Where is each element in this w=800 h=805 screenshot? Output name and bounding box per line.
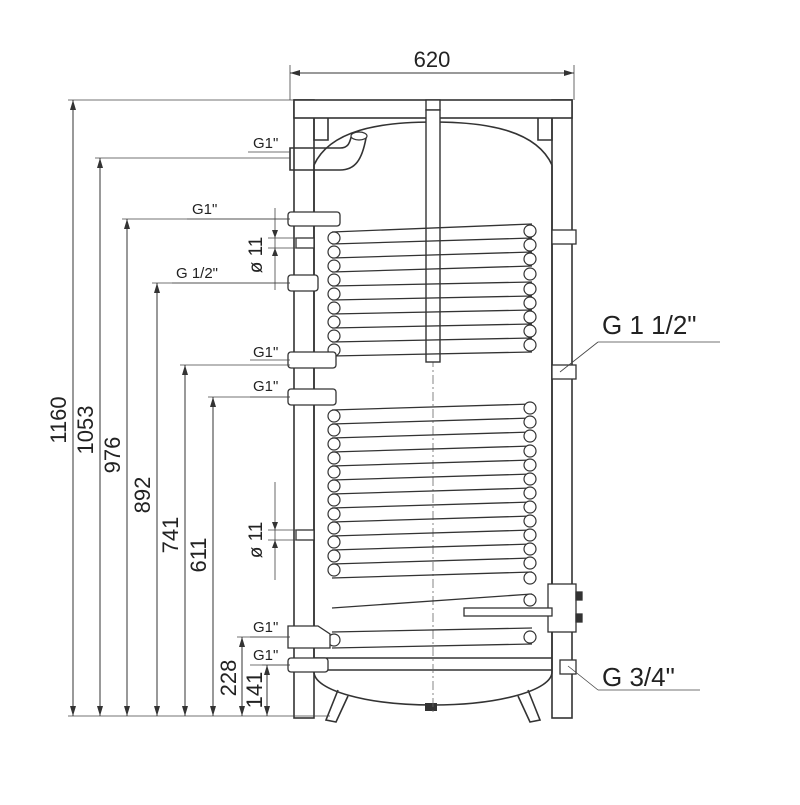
height-dimensions bbox=[68, 99, 330, 717]
label-side-port-small: G 3/4" bbox=[602, 662, 675, 692]
height-labels: 1160 1053 976 892 741 611 228 141 bbox=[46, 396, 267, 708]
height-label-1160: 1160 bbox=[46, 396, 71, 443]
width-dimension: 620 bbox=[289, 47, 575, 100]
height-label-976: 976 bbox=[100, 437, 125, 474]
label-upper-coil-in: G1" bbox=[192, 201, 217, 218]
right-labels: G 1 1/2" G 3/4" bbox=[559, 310, 720, 692]
anode-rod bbox=[425, 99, 441, 363]
label-cold-inlet: G1" bbox=[253, 647, 278, 664]
label-side-port-large: G 1 1/2" bbox=[602, 310, 697, 340]
sensor-diameter-lower: ø 11 bbox=[246, 482, 298, 580]
upper-heat-exchanger-coil bbox=[327, 223, 537, 357]
height-label-741: 741 bbox=[158, 517, 183, 554]
top-outlet-pipe bbox=[289, 131, 368, 171]
height-label-228: 228 bbox=[216, 660, 241, 697]
label-sensor-port: G 1/2" bbox=[176, 265, 218, 282]
left-nozzles bbox=[287, 211, 341, 673]
width-label: 620 bbox=[414, 47, 451, 72]
sensor-diameter-lower-label: ø 11 bbox=[246, 522, 267, 559]
label-upper-coil-out: G1" bbox=[253, 344, 278, 361]
height-label-611: 611 bbox=[186, 537, 211, 572]
sensor-diameter-upper-label: ø 11 bbox=[246, 237, 267, 274]
height-label-892: 892 bbox=[130, 477, 155, 514]
label-lower-coil-in: G1" bbox=[253, 378, 278, 395]
right-ports bbox=[463, 229, 583, 675]
height-label-141: 141 bbox=[242, 672, 267, 709]
height-label-1053: 1053 bbox=[73, 406, 98, 455]
sensor-diameter-upper: ø 11 bbox=[246, 208, 298, 290]
label-top-outlet: G1" bbox=[253, 135, 278, 152]
label-lower-coil-out: G1" bbox=[253, 619, 278, 636]
tank-legs bbox=[324, 689, 542, 723]
lower-heat-exchanger-coil bbox=[327, 401, 537, 649]
connection-labels-left: G1" G1" G 1/2" G1" G1" G1" G1" bbox=[172, 135, 290, 666]
